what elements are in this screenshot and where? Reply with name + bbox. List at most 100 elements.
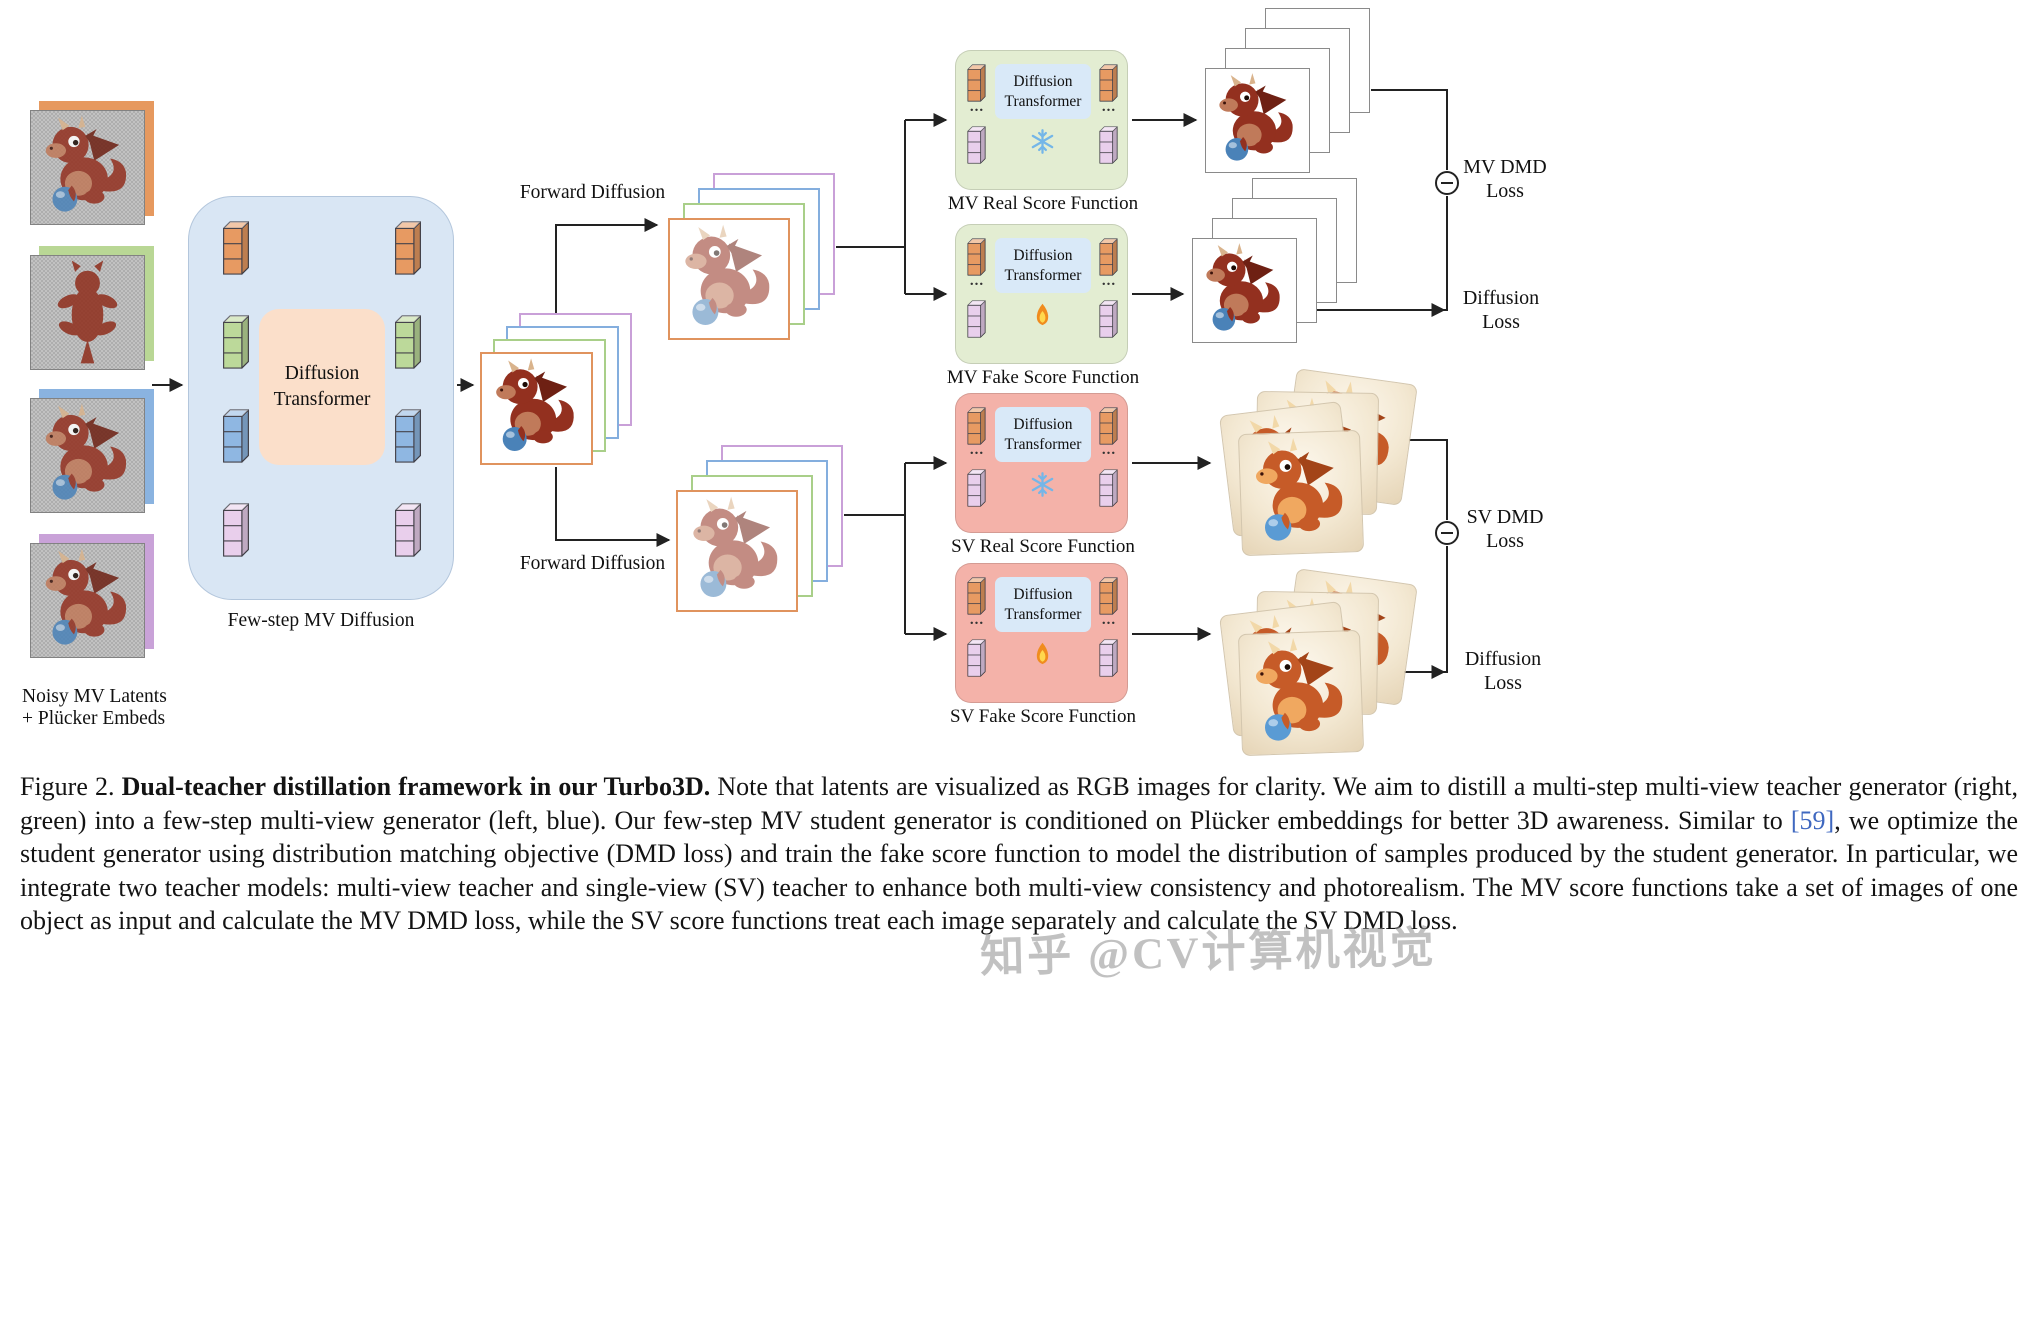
- caption-body-1: Note that latents are visualized as RGB …: [20, 772, 2018, 835]
- ellipsis: ...: [969, 612, 985, 628]
- mv-fake-output-front: [1192, 238, 1297, 343]
- branch-mv: [836, 120, 906, 294]
- inputs-caption-line1: Noisy MV Latents: [22, 686, 167, 707]
- sv-fake-score-label: SV Fake Score Function: [950, 706, 1136, 727]
- noisy-latent-view-3: [30, 389, 154, 513]
- dt-line1: Diffusion: [1013, 416, 1073, 434]
- dragon-image: [1193, 239, 1296, 342]
- latent-cubes-green: [221, 313, 251, 371]
- ellipsis: ...: [1101, 612, 1117, 628]
- mv-diffusion-loss-label: Diffusion Loss: [1446, 287, 1556, 334]
- loss-line1: SV DMD: [1466, 506, 1544, 528]
- sv-fake-output-front: [1237, 629, 1365, 757]
- dt-line2: Transformer: [1004, 435, 1082, 453]
- token-cubes-orange: [1098, 576, 1119, 616]
- loss-line2: Loss: [1486, 529, 1524, 552]
- loss-line2: Loss: [1482, 310, 1520, 333]
- diffusion-transformer-box: Diffusion Transformer: [995, 238, 1091, 293]
- dragon-image: [31, 399, 144, 512]
- noisy-latent-view-1: [30, 101, 154, 225]
- mv-fake-score-box: ... ... Diffusion Transformer: [955, 224, 1128, 364]
- token-cubes-orange: [966, 63, 987, 103]
- noisy-latent-view-4: [30, 534, 154, 658]
- caption-prefix: Figure 2.: [20, 772, 122, 801]
- generated-latent-front: [480, 352, 593, 465]
- caption-bold-title: Dual-teacher distillation framework in o…: [121, 772, 718, 801]
- dt-line2: Transformer: [273, 389, 371, 410]
- dt-line1: Diffusion: [1013, 247, 1073, 265]
- dragon-image: [482, 354, 591, 463]
- elbow-mvreal-to-minus: [1371, 89, 1448, 170]
- latent-cubes-blue: [393, 407, 423, 465]
- latent-cubes-green: [393, 313, 423, 371]
- forward-diffusion-label-bottom: Forward Diffusion: [519, 553, 666, 574]
- loss-line2: Loss: [1486, 179, 1524, 202]
- loss-line2: Loss: [1484, 671, 1522, 694]
- mv-real-output-front: [1205, 68, 1310, 173]
- ellipsis: ...: [1101, 442, 1117, 458]
- ellipsis: ...: [969, 99, 985, 115]
- elbow-svreal-to-minus: [1408, 439, 1448, 520]
- orange-dragon-image: [1239, 431, 1363, 555]
- dt-line1: Diffusion: [1013, 73, 1073, 91]
- dragon-image: [31, 111, 144, 224]
- token-cubes-orange: [1098, 237, 1119, 277]
- ellipsis: ...: [969, 442, 985, 458]
- sv-real-output-front: [1237, 429, 1365, 557]
- token-cubes-pink: [1098, 466, 1119, 510]
- citation-59: [59]: [1790, 805, 1835, 835]
- dt-line2: Transformer: [1004, 266, 1082, 284]
- loss-line1: Diffusion: [1462, 287, 1540, 309]
- token-cubes-orange: [1098, 63, 1119, 103]
- dragon-top-image: [31, 256, 144, 369]
- student-box-label: Few-step MV Diffusion: [227, 610, 415, 631]
- token-cubes-orange: [1098, 406, 1119, 446]
- token-cubes-pink: [1098, 123, 1119, 167]
- few-step-mv-diffusion-box: Diffusion Transformer: [188, 196, 454, 600]
- figure-caption: Figure 2. Dual-teacher distillation fram…: [20, 770, 2018, 938]
- student-diffusion-transformer: Diffusion Transformer: [259, 309, 385, 465]
- sv-fake-score-box: ... ... Diffusion Transformer: [955, 563, 1128, 703]
- forward-diffusion-label-top: Forward Diffusion: [519, 182, 666, 203]
- token-cubes-pink: [966, 636, 987, 680]
- inputs-caption: Noisy MV Latents + Plücker Embeds: [22, 686, 167, 730]
- orange-dragon-image: [1239, 631, 1363, 755]
- dt-line2: Transformer: [1004, 605, 1082, 623]
- ellipsis: ...: [969, 273, 985, 289]
- ellipsis: ...: [1101, 273, 1117, 289]
- diffusion-transformer-box: Diffusion Transformer: [995, 407, 1091, 462]
- token-cubes-pink: [966, 297, 987, 341]
- dragon-image: [1206, 69, 1309, 172]
- diffusion-transformer-box: Diffusion Transformer: [995, 64, 1091, 119]
- token-cubes-pink: [966, 123, 987, 167]
- token-cubes-orange: [966, 576, 987, 616]
- zhihu-watermark: 知乎 @CV计算机视觉: [979, 923, 1438, 982]
- dt-line2: Transformer: [1004, 92, 1082, 110]
- sv-real-score-label: SV Real Score Function: [951, 536, 1135, 557]
- latent-cubes-orange: [393, 219, 423, 277]
- latent-cubes-blue: [221, 407, 251, 465]
- mv-dmd-loss-label: MV DMD Loss: [1450, 156, 1560, 203]
- ellipsis: ...: [1101, 99, 1117, 115]
- dt-line1: Diffusion: [1013, 586, 1073, 604]
- dragon-image: [678, 492, 796, 610]
- latent-cubes-pink: [393, 501, 423, 559]
- noised-front-bottom: [676, 490, 798, 612]
- flame-icon: [1029, 302, 1056, 329]
- noisy-image: [30, 255, 145, 370]
- loss-line1: MV DMD: [1463, 156, 1547, 178]
- latent-cubes-pink: [221, 501, 251, 559]
- token-cubes-orange: [966, 406, 987, 446]
- branch-sv: [844, 463, 906, 634]
- noisy-latent-view-2: [30, 246, 154, 370]
- token-cubes-orange: [966, 237, 987, 277]
- noisy-image: [30, 110, 145, 225]
- diffusion-transformer-box: Diffusion Transformer: [995, 577, 1091, 632]
- mv-real-score-box: ... ... Diffusion Transformer: [955, 50, 1128, 190]
- token-cubes-pink: [1098, 297, 1119, 341]
- caption-body-2: , we optimize the student generator usin…: [20, 805, 2019, 936]
- token-cubes-pink: [966, 466, 987, 510]
- sv-real-score-box: ... ... Diffusion Transformer: [955, 393, 1128, 533]
- dragon-image: [670, 220, 788, 338]
